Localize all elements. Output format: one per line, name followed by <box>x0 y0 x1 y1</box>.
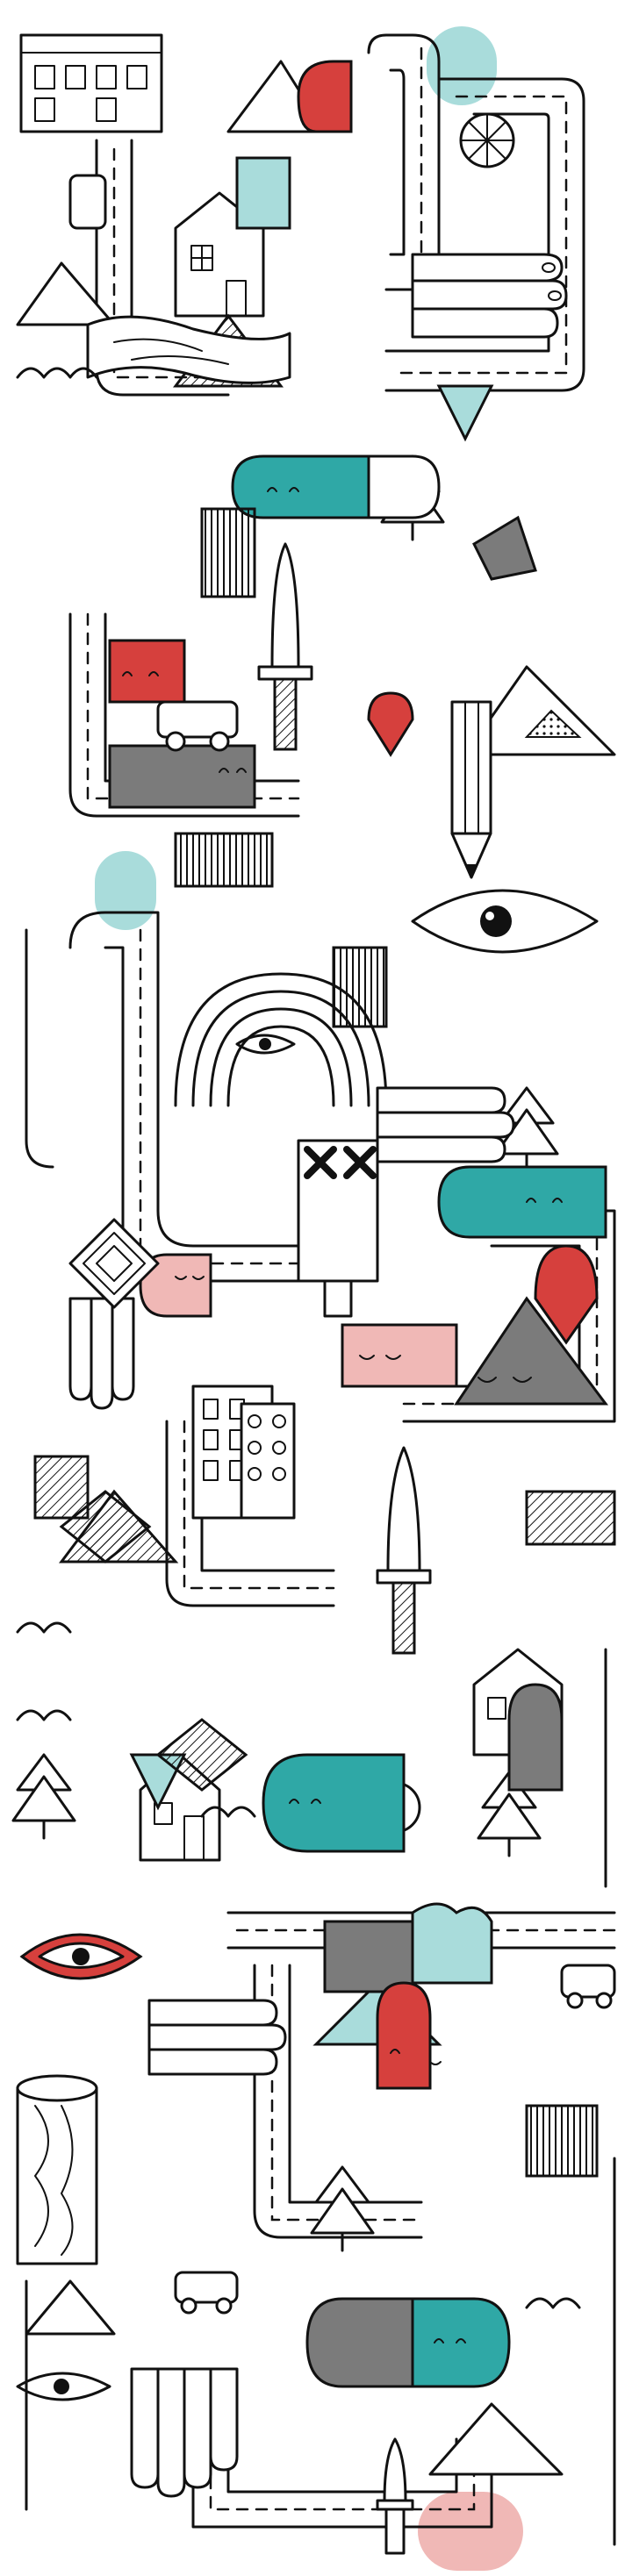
road-upper-inner <box>389 68 406 256</box>
stripe-columns <box>33 507 616 2178</box>
pills <box>108 454 607 2388</box>
pill-teal-lower <box>262 1753 406 1853</box>
road-right-inner <box>384 112 550 353</box>
light-teal-cloud-lower <box>411 1902 493 1985</box>
pill-teal-bottom <box>411 2297 511 2388</box>
background-blobs <box>95 26 523 2571</box>
hand-bottom-left <box>130 2367 239 2498</box>
road-final-inner <box>288 1964 423 2204</box>
pill-teal-upper <box>231 454 441 519</box>
road-lower-outer <box>165 1420 335 1607</box>
knife-mid <box>376 1446 432 1655</box>
house-top-left <box>19 33 163 133</box>
sun-wheel <box>459 112 515 168</box>
house-stripe-block <box>174 832 274 888</box>
road-center-inner <box>104 946 353 1283</box>
cars <box>68 174 616 2315</box>
mountain-dotted-cap <box>524 709 582 738</box>
light-teal-triangle <box>436 384 494 442</box>
car-left-upper <box>68 174 107 230</box>
hand-left-fingers <box>68 1297 135 1410</box>
eye-in-rainbow <box>235 1034 296 1055</box>
pine-tree-4 <box>310 2165 375 2252</box>
road-right-outer <box>384 77 585 392</box>
pill-grey-upper <box>108 744 256 809</box>
car-bottom <box>174 2271 239 2315</box>
bottle-xx <box>297 1139 379 1318</box>
grey-dome <box>507 1683 564 1792</box>
car-right-edge <box>560 1964 616 2009</box>
teal-blob-upper-left <box>95 851 156 930</box>
teal-blob-top <box>427 26 497 105</box>
eye-red-left <box>19 1933 143 1980</box>
pill-red-mid <box>534 1244 599 1345</box>
knife-bottom <box>376 2437 414 2555</box>
pill-grey-bottom <box>305 2297 414 2388</box>
road-center-outer <box>68 911 353 1248</box>
pill-red-upper <box>108 639 186 704</box>
grey-block-right <box>472 515 537 581</box>
pink-blob-bottom <box>418 2492 523 2571</box>
pill-teal-mid <box>437 1165 607 1239</box>
hand-top-right <box>411 253 568 339</box>
pill-grey-lower <box>323 1920 414 1993</box>
accent-shapes <box>129 60 564 1985</box>
hands <box>68 253 568 2498</box>
eye-bottom-left <box>16 2372 111 2401</box>
pine-tree-5 <box>11 1753 76 1840</box>
car-upper <box>156 700 239 752</box>
scallop-clouds <box>16 367 581 2309</box>
pill-red-lower <box>376 1981 432 2090</box>
road-mid-outer <box>68 612 300 818</box>
house-round-windows <box>240 1402 296 1520</box>
road-mid-lane <box>86 612 300 800</box>
road-base-inner <box>226 2437 458 2494</box>
mountain-right-big <box>463 665 616 756</box>
hand-mid <box>376 1086 515 1163</box>
red-drop-right <box>367 691 414 757</box>
knives-pencils <box>257 542 492 2555</box>
outline-frame <box>25 928 616 2546</box>
hand-lower-center <box>147 1999 287 2076</box>
pencil-right <box>450 700 492 879</box>
mountain-left-large <box>16 261 116 326</box>
wood-log <box>16 315 291 2265</box>
knife-upper <box>257 542 313 751</box>
light-teal-block <box>235 156 291 230</box>
eye-large-center <box>411 889 599 954</box>
mountain-bottom-left <box>25 2279 116 2336</box>
mountain-bottom-right <box>428 2402 564 2476</box>
road-final-outer <box>253 1964 423 2239</box>
road-right-lane <box>393 95 568 375</box>
closed-eye-faces <box>175 1276 532 2065</box>
red-cloud-top <box>297 60 353 133</box>
mountain-grey-face <box>454 1296 608 1406</box>
